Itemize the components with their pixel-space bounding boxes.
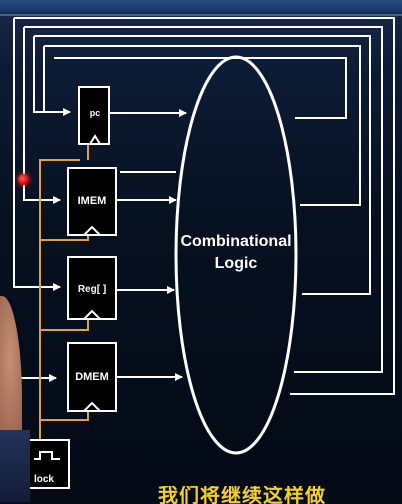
presenter-shirt (0, 430, 30, 502)
feedback-wire-5 (34, 35, 371, 295)
logic-label-line1: Combinational (180, 233, 291, 250)
feedback-wire-3 (24, 26, 383, 373)
subtitle-caption: 我们将继续这样做 (158, 486, 326, 504)
feedback-wire-7 (44, 45, 361, 206)
dmem-label: DMEM (75, 371, 109, 383)
combinational-logic-ellipse (174, 55, 298, 455)
pc-label: pc (90, 108, 101, 118)
laser-pointer-dot (18, 174, 29, 185)
clock-label: lock (34, 474, 54, 485)
clock-wire-dmem (40, 410, 89, 421)
clock-wire-main (39, 159, 80, 445)
reg-file-block (67, 256, 117, 320)
feedback-wire-4 (23, 27, 61, 204)
dmem-block (67, 342, 117, 412)
clock-wire-reg (40, 318, 89, 331)
reg-clock-triangle (83, 309, 101, 320)
clock-waveform (34, 451, 60, 460)
feedback-wire-9 (54, 57, 347, 119)
imem-label: IMEM (78, 195, 107, 207)
pc-clock-triangle (89, 134, 101, 145)
reg-label: Reg[ ] (78, 284, 106, 295)
feedback-wire-1 (14, 17, 395, 395)
imem-block (67, 167, 117, 236)
pc-register (78, 86, 110, 145)
feedback-wire-6 (33, 36, 71, 116)
top-band (0, 0, 402, 16)
imem-clock-triangle (83, 225, 101, 236)
feedback-wire-2 (13, 18, 61, 291)
dmem-clock-triangle (83, 401, 101, 412)
logic-label-line2: Logic (215, 255, 258, 272)
